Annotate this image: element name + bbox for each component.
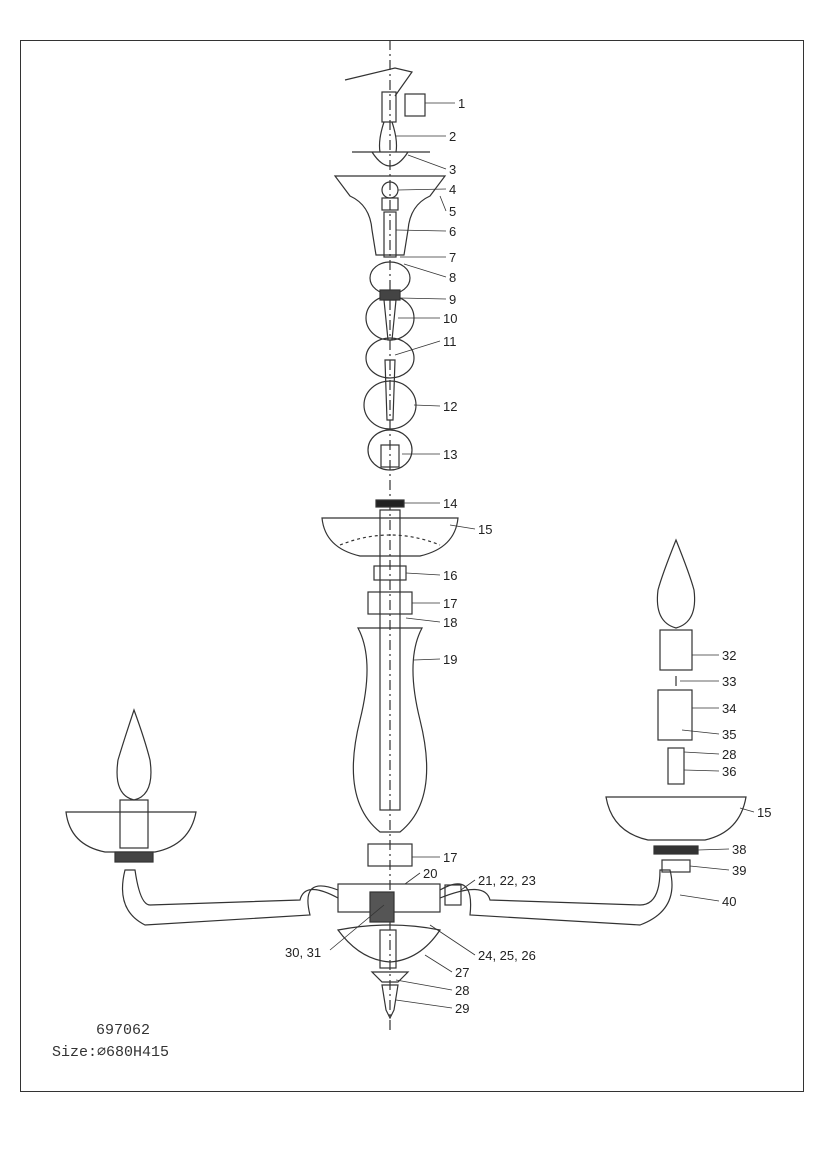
left-candle-sleeve xyxy=(119,799,149,849)
part-label: 35 xyxy=(722,727,736,742)
part-label: 34 xyxy=(722,701,736,716)
part-label: 10 xyxy=(443,311,457,326)
tube-28 xyxy=(667,747,685,785)
part-label: 33 xyxy=(722,674,736,689)
part-label: 9 xyxy=(449,292,456,307)
part-label: 11 xyxy=(443,334,457,349)
part-label: 39 xyxy=(732,863,746,878)
part-label: 1 xyxy=(458,96,465,111)
ceiling-bracket xyxy=(381,91,397,123)
part-label: 15 xyxy=(757,805,771,820)
left-glass-bowl xyxy=(65,811,197,853)
part-label: 24, 25, 26 xyxy=(478,948,536,963)
leader-lines xyxy=(329,102,755,1009)
part-label: 3 xyxy=(449,162,456,177)
part-label: 2 xyxy=(449,129,456,144)
size-spec: Size:⌀680H415 xyxy=(52,1044,170,1061)
part-label: 29 xyxy=(455,1001,469,1016)
model-number: 697062 xyxy=(96,1022,151,1039)
part-label: 5 xyxy=(449,204,456,219)
candle-sleeve-32 xyxy=(659,629,693,671)
part-label: 27 xyxy=(455,965,469,980)
part-label: 19 xyxy=(443,652,457,667)
right-arm xyxy=(439,869,673,926)
left-bulb xyxy=(116,708,152,801)
part-label: 38 xyxy=(732,842,746,857)
part-label: 40 xyxy=(722,894,736,909)
part-label: 4 xyxy=(449,182,456,197)
part-label: 14 xyxy=(443,496,457,511)
canopy xyxy=(333,175,447,256)
terminal-block xyxy=(404,93,426,117)
part-label: 7 xyxy=(449,250,456,265)
right-bulb xyxy=(656,538,696,629)
right-glass-bowl xyxy=(605,796,747,841)
bottom-rod xyxy=(379,929,397,969)
part-label: 17 xyxy=(443,850,457,865)
hanging-hook xyxy=(344,67,414,97)
bobeche-38 xyxy=(653,845,699,855)
glass-column xyxy=(352,627,428,833)
part-label: 6 xyxy=(449,224,456,239)
wires xyxy=(378,121,398,153)
finial xyxy=(370,971,410,1020)
left-bobeche xyxy=(114,851,154,863)
part-label: 8 xyxy=(449,270,456,285)
bottom-cup xyxy=(336,924,441,963)
socket-34 xyxy=(657,689,693,741)
glass-bowl-top xyxy=(321,517,459,557)
part-label: 28 xyxy=(722,747,736,762)
washer xyxy=(375,499,405,508)
part-labels: 1 2 3 4 5 6 7 8 9 10 11 12 13 14 15 16 1… xyxy=(285,96,771,1016)
drawing-border xyxy=(20,40,804,1092)
center-rod xyxy=(379,509,401,811)
part-label: 13 xyxy=(443,447,457,462)
ceiling-plate xyxy=(352,151,430,167)
part-label: 20 xyxy=(423,866,437,881)
left-arm xyxy=(121,869,339,926)
part-label: 16 xyxy=(443,568,457,583)
nut xyxy=(381,197,399,211)
ring-17-bottom xyxy=(367,843,413,867)
part-label: 30, 31 xyxy=(285,945,321,960)
part-label: 12 xyxy=(443,399,457,414)
tube xyxy=(383,211,397,258)
part-label: 36 xyxy=(722,764,736,779)
bowl-decoration xyxy=(339,534,441,546)
part-label: 32 xyxy=(722,648,736,663)
part-label: 21, 22, 23 xyxy=(478,873,536,888)
part-label: 15 xyxy=(478,522,492,537)
part-label: 17 xyxy=(443,596,457,611)
part-label: 18 xyxy=(443,615,457,630)
part-label: 28 xyxy=(455,983,469,998)
